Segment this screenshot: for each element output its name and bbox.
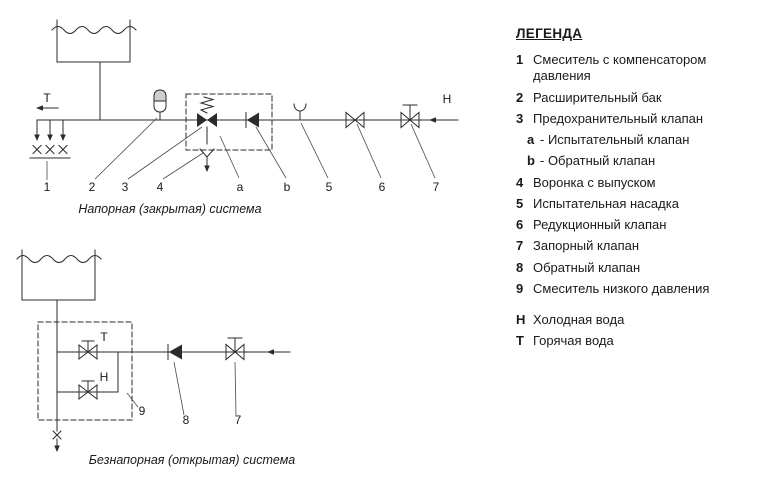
legend-item-text: Горячая вода <box>533 333 614 349</box>
legend-item-key: a <box>527 132 535 147</box>
hot-branch-valve-symbol <box>56 340 119 361</box>
legend-item-text: Холодная вода <box>533 312 625 327</box>
expansion-vessel-symbol <box>153 89 167 121</box>
funnel-symbol <box>199 126 215 172</box>
pressurized-system-diagram: T <box>29 19 459 216</box>
legend-item-text: Испытательная насадка <box>533 195 679 211</box>
label-cold-water: H <box>100 370 109 384</box>
arrow-down-icon <box>204 165 210 172</box>
legend-item-text: Запорный клапан <box>533 238 640 254</box>
legend-item-key: 9 <box>516 280 524 296</box>
tank-walls <box>21 249 96 301</box>
legend-item: 8 Обратный клапан <box>516 260 748 276</box>
hot-water-arrow <box>36 105 59 111</box>
legend-water-item: H Холодная вода <box>516 312 748 328</box>
component-label-b: b <box>284 180 291 194</box>
shutoff-valve-symbol <box>400 104 420 129</box>
legend-item-key: 7 <box>516 238 524 254</box>
bottom-diagram-caption: Безнапорная (открытая) система <box>89 453 296 467</box>
legend-item-text: Редукционный клапан <box>533 217 667 232</box>
component-label-2: 2 <box>89 180 96 194</box>
label-cold-water: H <box>443 92 452 106</box>
legend-item-key: 3 <box>516 110 524 126</box>
legend-title: ЛЕГЕНДА <box>516 26 583 41</box>
legend-item-key: 1 <box>516 52 524 67</box>
check-valve-symbol <box>167 344 182 360</box>
legend-item-key: 5 <box>516 195 524 211</box>
cold-branch-valve-symbol <box>56 380 119 401</box>
component-label-7: 7 <box>433 180 440 194</box>
arrow-down-icon <box>34 134 40 141</box>
component-label-7: 7 <box>235 413 242 427</box>
legend-item-key: 6 <box>516 217 524 232</box>
component-label-a: a <box>237 180 244 194</box>
legend-item-text: Предохранительный клапан <box>533 110 704 126</box>
component-label-6: 6 <box>379 180 386 194</box>
legend-item: 7 Запорный клапан <box>516 238 748 254</box>
component-label-1: 1 <box>44 180 51 194</box>
legend-item: 5 Испытательная насадка <box>516 196 748 212</box>
water-level-wave <box>16 255 102 263</box>
arrow-left-icon <box>36 105 43 111</box>
legend-water-item: T Горячая вода <box>516 333 748 349</box>
leader-lines <box>46 117 436 180</box>
safety-group-dashed-box <box>185 93 273 151</box>
legend-item-key: 8 <box>516 259 524 275</box>
shutoff-valve-symbol <box>225 337 245 361</box>
legend-item-text: - Обратный клапан <box>540 153 656 169</box>
component-label-5: 5 <box>326 180 333 194</box>
check-valve-symbol <box>245 112 259 128</box>
open-system-diagram: T H <box>16 249 296 467</box>
legend-item-text: Расширительный бак <box>533 89 662 105</box>
legend-item-key: 4 <box>516 174 524 190</box>
mixer-taps-symbol <box>29 119 71 159</box>
drain-symbol <box>52 430 62 452</box>
legend-panel: ЛЕГЕНДА 1 Смеситель с компенсатором давл… <box>516 26 748 355</box>
legend-item: 3 Предохранительный клапан <box>516 111 748 127</box>
legend-item-text: Обратный клапан <box>533 259 641 275</box>
legend-subitem: b - Обратный клапан <box>516 153 748 169</box>
legend-item-key: 2 <box>516 89 524 105</box>
spring-icon <box>199 96 215 114</box>
legend-item-text: - Испытательный клапан <box>540 132 690 147</box>
reducing-valve-symbol <box>345 111 365 129</box>
tank-walls <box>56 19 131 63</box>
leader-lines <box>126 361 237 416</box>
legend-subitem: a - Испытательный клапан <box>516 132 748 148</box>
arrow-down-icon <box>54 445 60 452</box>
arrow-down-icon <box>47 134 53 141</box>
legend-item-key: H <box>516 312 526 327</box>
legend-item-key: b <box>527 153 535 169</box>
test-nozzle-symbol <box>293 103 307 121</box>
component-label-8: 8 <box>183 413 190 427</box>
legend-item-text: Смеситель с компенсатором давления <box>533 52 707 84</box>
legend-item-text: Смеситель низкого давления <box>533 280 710 296</box>
water-level-wave <box>51 26 137 34</box>
legend-item: 9 Смеситель низкого давления <box>516 281 748 297</box>
legend-item-key: T <box>516 333 524 349</box>
label-hot-water: T <box>100 330 108 344</box>
arrow-left-icon <box>429 117 436 123</box>
component-label-9: 9 <box>139 404 146 418</box>
legend-item: 2 Расширительный бак <box>516 90 748 106</box>
legend-item: 1 Смеситель с компенсатором давления <box>516 52 748 85</box>
top-diagram-caption: Напорная (закрытая) система <box>78 202 261 216</box>
legend-item: 4 Воронка с выпуском <box>516 175 748 191</box>
component-label-4: 4 <box>157 180 164 194</box>
legend-item-text: Воронка с выпуском <box>533 174 656 190</box>
component-label-3: 3 <box>122 180 129 194</box>
arrow-left-icon <box>267 349 274 355</box>
safety-valve-symbol <box>197 96 217 127</box>
label-hot-water: T <box>43 91 51 105</box>
piping-diagrams: T <box>16 19 459 467</box>
arrow-down-icon <box>60 134 66 141</box>
legend-item: 6 Редукционный клапан <box>516 217 748 233</box>
